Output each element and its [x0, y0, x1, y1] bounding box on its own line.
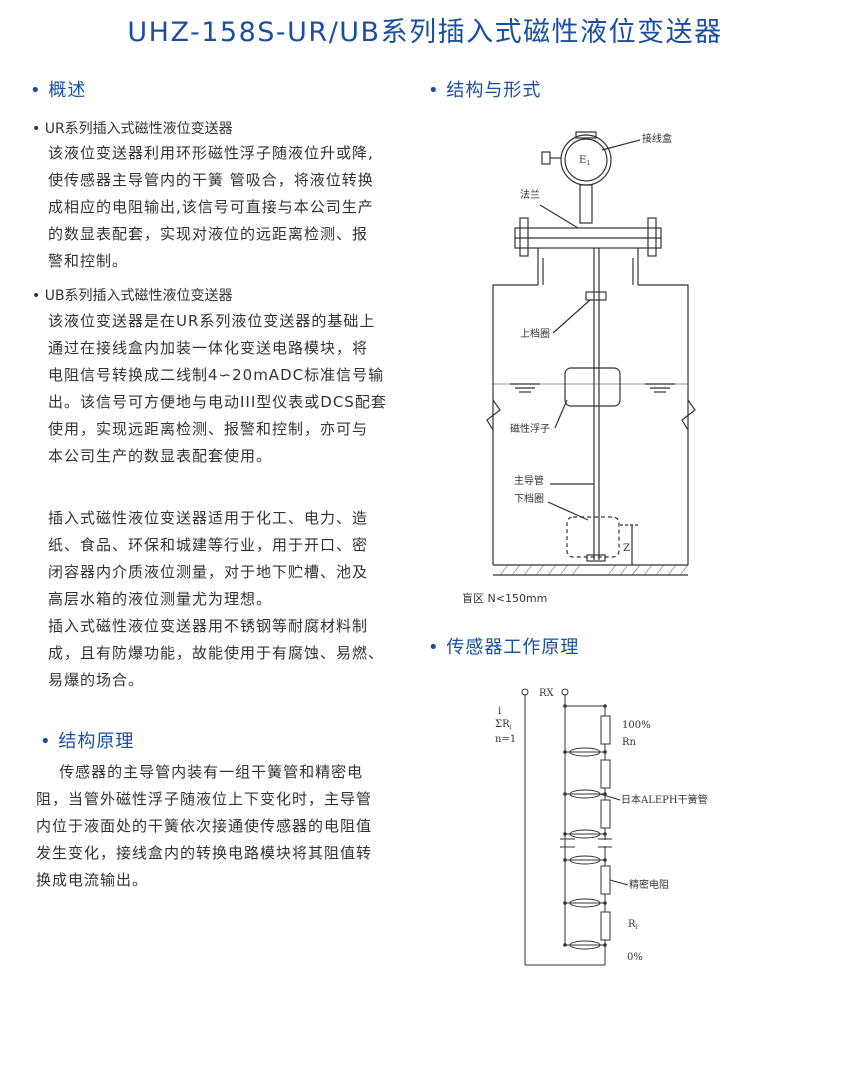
- blind-zone-caption: 盲区 N<150mm: [462, 592, 548, 605]
- ur-line: 警和控制。: [48, 252, 129, 270]
- pct100-label: 100%: [622, 720, 651, 731]
- pct0-label: 0%: [627, 952, 643, 963]
- app-line: 插入式磁性液位变送器适用于化工、电力、造: [48, 509, 369, 527]
- application-paragraph: 插入式磁性液位变送器适用于化工、电力、造 纸、食品、环保和城建等行业，用于开口、…: [48, 505, 393, 694]
- sensor-principle-heading: • 传感器工作原理: [428, 637, 580, 658]
- rn-label: Rn: [622, 737, 637, 748]
- n-label: n=1: [495, 734, 516, 745]
- ub-line: 该液位变送器是在UR系列液位变送器的基础上: [48, 312, 376, 330]
- lower-ring-label: 下档圈: [514, 492, 544, 505]
- e-label-sub: 1: [586, 160, 590, 167]
- e-label: E1: [579, 155, 590, 167]
- principle-heading: • 结构原理: [40, 731, 135, 752]
- sum-label: ΣRi: [495, 719, 512, 731]
- e-label-main: E: [579, 155, 586, 166]
- ur-line: 的数显表配套，实现对液位的远距离检测、报: [48, 225, 369, 243]
- ur-paragraph: 该液位变送器利用环形磁性浮子随液位升或降, 使传感器主导管内的干簧 管吸合，将液…: [48, 140, 393, 275]
- ur-line: 成相应的电阻输出,该信号可直接与本公司生产: [48, 198, 374, 216]
- ub-heading: • UB系列插入式磁性液位变送器: [32, 288, 233, 304]
- float-label: 磁性浮子: [510, 422, 550, 435]
- ur-line: 该液位变送器利用环形磁性浮子随液位升或降,: [48, 144, 374, 162]
- upper-ring-label: 上档圈: [520, 327, 550, 340]
- circuit-diagram: i ΣRi n=1 RX 100% Rn 日本ALEPH干簧管 精密电阻 Ri …: [495, 688, 708, 966]
- ri-label-sub: i: [636, 924, 638, 931]
- ur-heading: • UR系列插入式磁性液位变送器: [32, 121, 233, 137]
- ri-label-main: R: [628, 919, 636, 930]
- principle-line: 内位于液面处的干簧依次接通使传感器的电阻值: [36, 817, 373, 835]
- principle-line: 发生变化，接线盒内的转换电路模块将其阻值转: [36, 844, 373, 862]
- junction-box-label: 接线盒: [642, 132, 672, 145]
- page-title: UHZ-158S-UR/UB系列插入式磁性液位变送器: [127, 17, 723, 48]
- principle-line: 换成电流输出。: [36, 871, 149, 889]
- i-label: i: [498, 706, 501, 717]
- z-label: Z: [623, 543, 630, 554]
- reed-switch-label: 日本ALEPH干簧管: [621, 793, 708, 806]
- app-line: 纸、食品、环保和城建等行业，用于开口、密: [48, 536, 369, 554]
- structure-diagram: 接线盒 E1 法兰 上档圈 磁性浮子 主导管 下档圈 Z: [486, 131, 696, 576]
- rx-label: RX: [539, 688, 555, 699]
- ub-line: 出。该信号可方便地与电动III型仪表或DCS配套: [48, 393, 387, 411]
- ub-line: 本公司生产的数显表配套使用。: [48, 447, 273, 465]
- overview-heading: • 概述: [30, 80, 87, 101]
- app-line: 插入式磁性液位变送器用不锈钢等耐腐材料制: [48, 617, 369, 635]
- sum-label-sub: i: [510, 724, 512, 731]
- app-line: 闭容器内介质液位测量，对于地下贮槽、池及: [48, 563, 369, 581]
- app-line: 易爆的场合。: [48, 671, 145, 689]
- structure-heading: • 结构与形式: [428, 80, 542, 101]
- ur-line: 使传感器主导管内的干簧 管吸合，将液位转换: [48, 171, 374, 189]
- ub-line: 通过在接线盒内加装一体化变送电路模块，将: [48, 339, 369, 357]
- app-line: 成，且有防爆功能，故能使用于有腐蚀、易燃、: [48, 644, 385, 662]
- app-line: 高层水箱的液位测量尤为理想。: [48, 590, 273, 608]
- ri-label: Ri: [628, 919, 638, 931]
- precision-resistor-label: 精密电阻: [629, 878, 669, 891]
- principle-line: 阻，当管外磁性浮子随液位上下变化时，主导管: [36, 790, 373, 808]
- principle-line: 传感器的主导管内装有一组干簧管和精密电: [36, 763, 364, 781]
- ub-line: 使用，实现远距离检测、报警和控制，亦可与: [48, 420, 369, 438]
- main-tube-label: 主导管: [514, 474, 544, 487]
- ub-paragraph: 该液位变送器是在UR系列液位变送器的基础上 通过在接线盒内加装一体化变送电路模块…: [48, 308, 393, 470]
- principle-paragraph: 传感器的主导管内装有一组干簧管和精密电 阻，当管外磁性浮子随液位上下变化时，主导…: [36, 759, 386, 894]
- flange-label: 法兰: [520, 188, 540, 201]
- ub-line: 电阻信号转换成二线制4∽20mADC标准信号输: [48, 366, 385, 384]
- sum-label-main: ΣR: [495, 719, 510, 730]
